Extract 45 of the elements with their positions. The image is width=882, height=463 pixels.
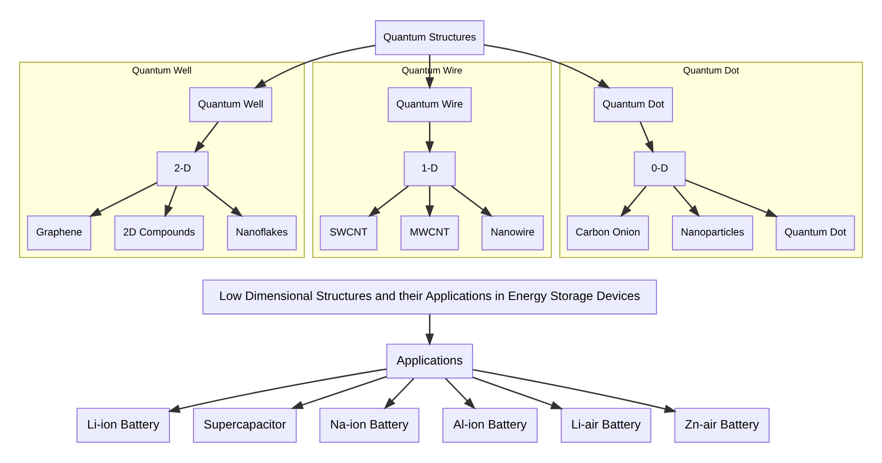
node-box: Zn-air Battery [674, 408, 770, 443]
node-box: Low Dimensional Structures and their Applications in Energy Storage Devices [202, 280, 657, 314]
arrow [673, 186, 700, 218]
node-box: Graphene [27, 215, 92, 250]
arrow [254, 44, 376, 89]
arrow [472, 369, 677, 413]
node-box: Quantum Dot [776, 215, 855, 250]
node-box: Nanoflakes [226, 215, 297, 250]
arrow [640, 122, 654, 154]
node-box: Li-air Battery [560, 408, 652, 443]
node-box: Li-ion Battery [76, 408, 170, 443]
arrow [425, 122, 434, 154]
arrow [290, 376, 387, 410]
arrow [368, 186, 409, 218]
arrow [445, 378, 476, 410]
node-box: Quantum Structures [375, 20, 484, 56]
node-box: SWCNT [320, 215, 378, 250]
arrow [194, 122, 219, 154]
node-box: Na-ion Battery [319, 408, 420, 443]
node-box: Applications [386, 344, 474, 379]
node-box: 2D Compounds [114, 215, 204, 250]
arrow [620, 186, 647, 218]
arrow [451, 186, 493, 218]
node-box: Supercapacitor [193, 408, 297, 443]
node-box: 0-D [634, 151, 686, 186]
arrow [425, 186, 434, 218]
node-box: MWCNT [400, 215, 459, 250]
arrow [484, 44, 610, 89]
node-box: Al-ion Battery [442, 408, 538, 443]
arrow [425, 314, 434, 346]
node-box: Quantum Wire [388, 87, 472, 122]
node-box: 2-D [156, 151, 209, 186]
arrow [685, 179, 778, 218]
arrow [168, 368, 387, 413]
arrow [384, 378, 414, 410]
arrow [164, 186, 178, 218]
node-box: 1-D [404, 151, 456, 186]
node-box: Quantum Dot [594, 87, 673, 122]
arrow [472, 376, 564, 410]
node-box: Nanowire [482, 215, 544, 250]
arrow [88, 182, 158, 217]
arrow [203, 186, 243, 218]
node-box: Carbon Onion [566, 215, 649, 250]
node-box: Nanoparticles [672, 215, 754, 250]
node-box: Quantum Well [189, 87, 272, 122]
